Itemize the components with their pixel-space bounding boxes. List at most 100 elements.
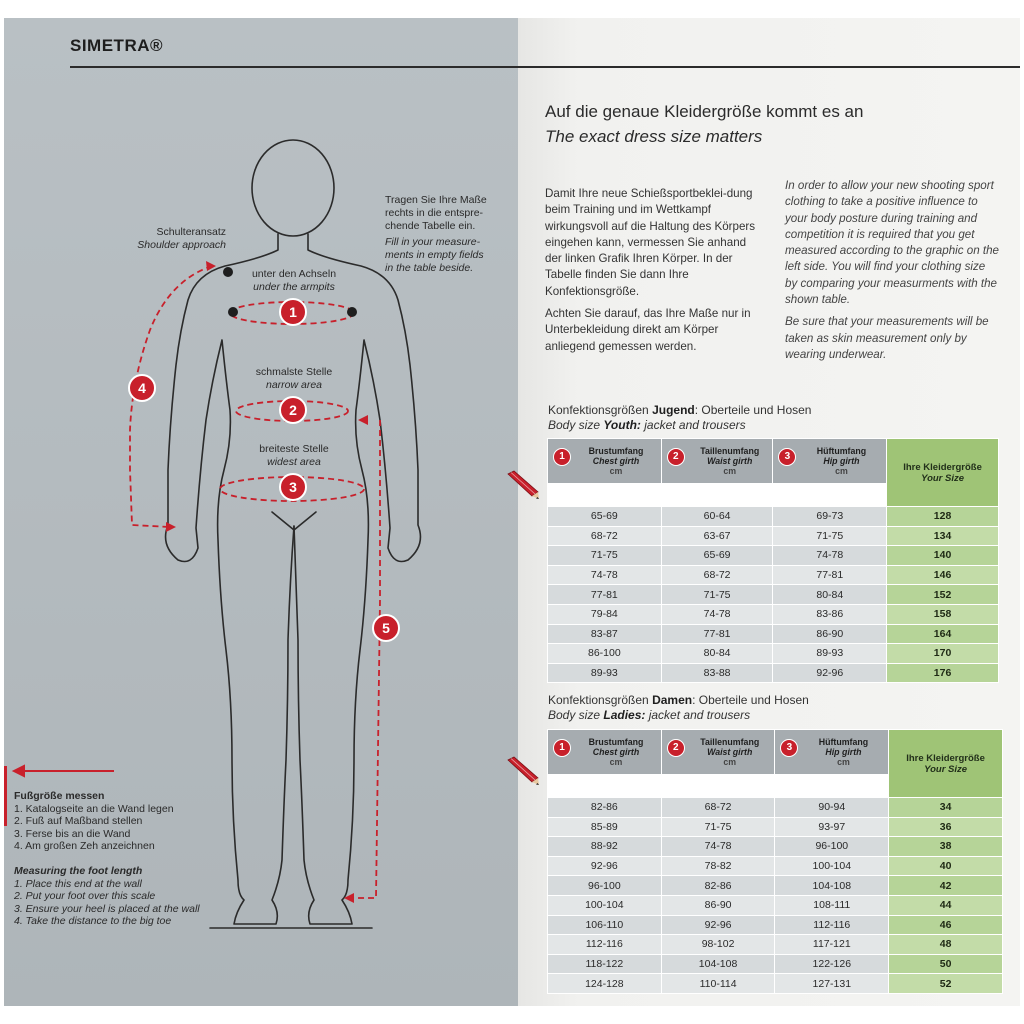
- ladies-title-suffix: : Oberteile und Hosen: [692, 693, 809, 707]
- foot-step-de: 4. Am großen Zeh anzeichnen: [14, 840, 155, 853]
- entry-row: [547, 483, 999, 507]
- col-head-unit: cm: [837, 756, 850, 767]
- cell-hip: 74-78: [772, 545, 888, 566]
- col-head-unit: cm: [609, 465, 623, 476]
- cell-hip: 96-100: [774, 836, 890, 857]
- cell-waist: 60-64: [660, 506, 774, 527]
- col-head-en: Waist girth: [707, 455, 753, 466]
- cell-size: 50: [888, 953, 1003, 975]
- ladies-en-prefix: Body size: [548, 708, 604, 722]
- youth-title-prefix: Konfektionsgrößen: [548, 403, 653, 417]
- cell-chest: 68-72: [547, 525, 662, 547]
- foot-title-en: Measuring the foot length: [14, 864, 143, 877]
- marker-3: 3: [279, 473, 307, 501]
- cell-size: 140: [886, 545, 999, 566]
- cell-size: 48: [888, 934, 1003, 955]
- cell-waist: 82-86: [660, 875, 776, 896]
- cell-waist: 74-78: [660, 603, 774, 625]
- cell-hip: 86-90: [772, 623, 888, 645]
- foot-step-en: 1. Place this end at the wall: [14, 877, 142, 890]
- intro-paragraph-en: In order to allow your new shooting spor…: [785, 179, 999, 307]
- cell-hip: 117-121: [774, 934, 890, 955]
- col-head-de: Brustumfang: [588, 446, 644, 456]
- cell-hip: 80-84: [772, 584, 888, 605]
- col-head-en: Waist girth: [707, 746, 753, 757]
- foot-title-de: Fußgröße messen: [14, 790, 105, 802]
- youth-title-suffix: : Oberteile und Hosen: [694, 403, 812, 417]
- cell-waist: 71-75: [660, 816, 776, 838]
- ladies-en-bold: Ladies:: [603, 708, 646, 722]
- entry-field-waist[interactable]: [660, 483, 774, 507]
- cell-size: 38: [888, 836, 1003, 857]
- cell-size: 134: [886, 525, 999, 547]
- header-rule: [70, 66, 1020, 68]
- cell-waist: 68-72: [660, 564, 774, 586]
- col-head-en: Chest girth: [592, 455, 640, 466]
- cell-chest: 88-92: [547, 836, 662, 857]
- cell-size: 170: [886, 643, 999, 664]
- cell-waist: 98-102: [660, 934, 776, 955]
- label-widest: breiteste Stelle widest area: [234, 443, 354, 469]
- entry-field-hip[interactable]: [772, 483, 888, 507]
- ladies-title-bold: Damen: [652, 693, 693, 707]
- cell-chest: 79-84: [547, 603, 662, 625]
- foot-step-de: 1. Katalogseite an die Wand legen: [14, 802, 174, 815]
- cell-hip: 112-116: [774, 914, 890, 936]
- cell-waist: 74-78: [660, 836, 776, 857]
- cell-hip: 104-108: [774, 875, 890, 896]
- intro-text-de: Damit Ihre neue Schießsportbeklei-dung b…: [545, 186, 765, 361]
- cell-chest: 112-116: [547, 934, 662, 955]
- cell-waist: 104-108: [660, 953, 776, 975]
- col-num-badge: 1: [553, 448, 571, 466]
- col-head-en: Hip girth: [825, 746, 862, 757]
- left-figure-panel: [4, 18, 518, 1006]
- cell-chest: 86-100: [547, 643, 662, 664]
- label-shoulder: Schulteransatz Shoulder approach: [110, 226, 226, 252]
- cell-size: 42: [888, 875, 1003, 896]
- entry-field-waist[interactable]: [660, 774, 776, 798]
- label-armpits: unter den Achseln under the armpits: [234, 268, 354, 294]
- cell-size: 158: [886, 603, 999, 625]
- col-head-de: Hüftumfang: [818, 737, 869, 747]
- foot-measure-instructions: Fußgröße messen 1. Katalogseite an die W…: [14, 790, 314, 928]
- youth-en-bold: Youth:: [603, 418, 641, 432]
- cell-chest: 92-96: [547, 855, 662, 877]
- label-fill-note-de: Tragen Sie Ihre Maße rechts in die entsp…: [385, 194, 487, 232]
- entry-field-chest[interactable]: [547, 483, 662, 507]
- cell-chest: 96-100: [547, 875, 662, 896]
- cell-size: 152: [886, 584, 999, 605]
- cell-waist: 68-72: [660, 797, 776, 818]
- cell-size: 36: [888, 816, 1003, 838]
- entry-field-chest[interactable]: [547, 774, 662, 798]
- cell-chest: 106-110: [547, 914, 662, 936]
- col-num-badge: 3: [780, 739, 799, 757]
- col-num-badge: 3: [778, 448, 797, 466]
- ladies-table-title: Konfektionsgrößen Damen: Oberteile und H…: [548, 693, 809, 723]
- cell-chest: 124-128: [547, 973, 662, 994]
- cell-size: 52: [888, 973, 1003, 994]
- cell-size: 146: [886, 564, 999, 586]
- label-shoulder-de: Schulteransatz: [156, 226, 226, 238]
- label-widest-de: breiteste Stelle: [259, 443, 329, 455]
- entry-field-hip[interactable]: [774, 774, 890, 798]
- cell-waist: 80-84: [660, 643, 774, 664]
- cell-hip: 122-126: [774, 953, 890, 975]
- col-head-de: Taillenumfang: [700, 446, 760, 456]
- cell-size: 34: [888, 797, 1003, 818]
- cell-hip: 71-75: [772, 525, 888, 547]
